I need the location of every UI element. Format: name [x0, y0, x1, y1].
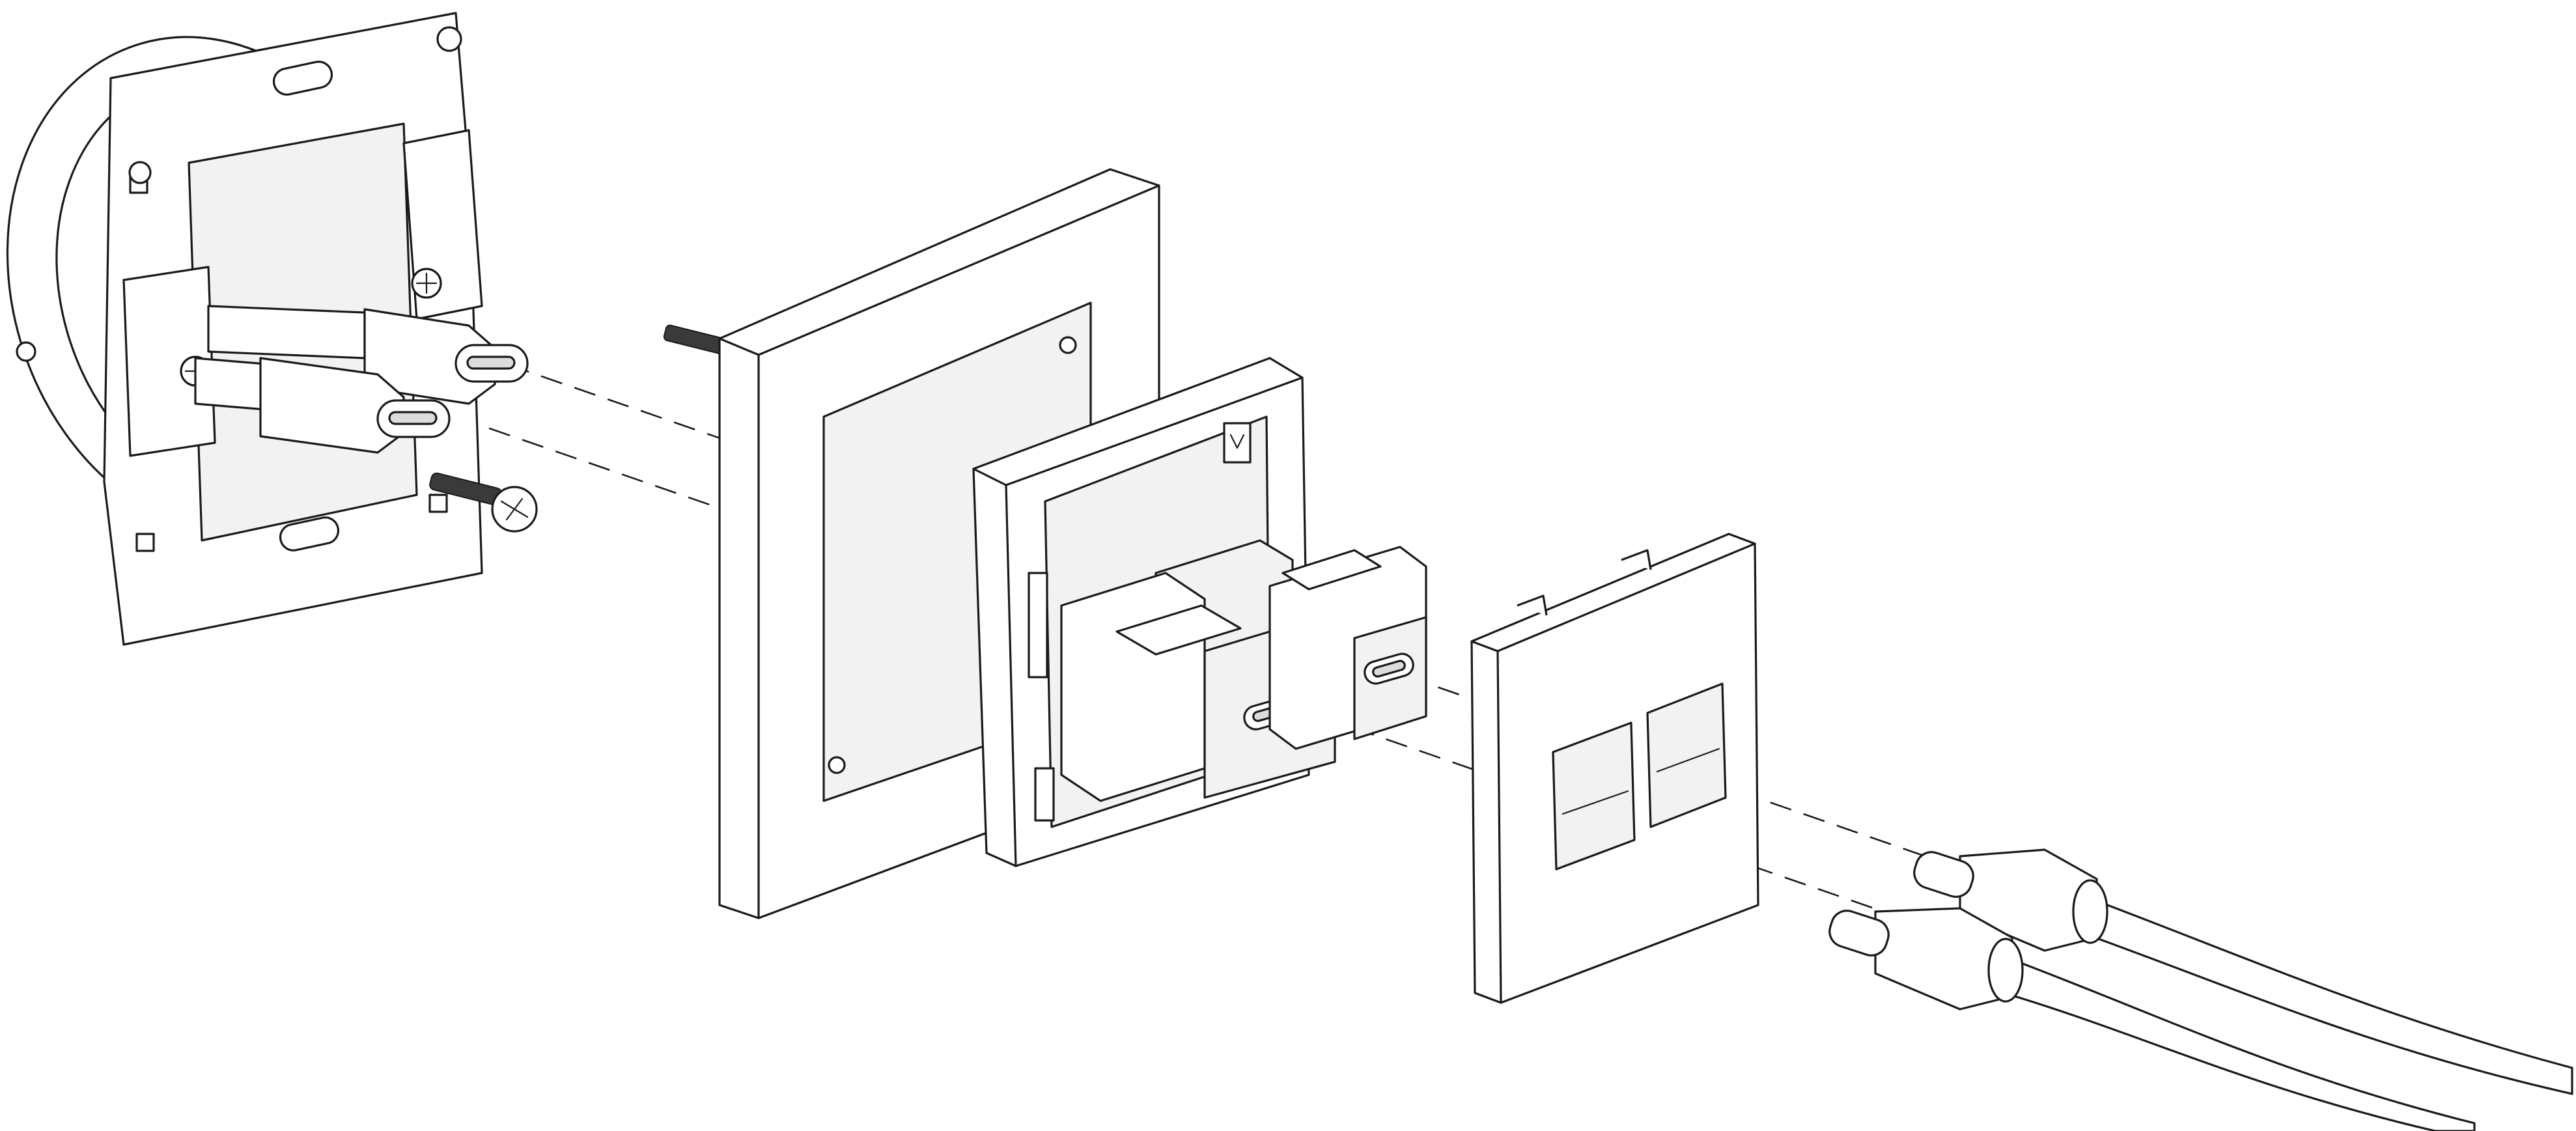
- frame-hole-top: [436, 26, 462, 52]
- cable-lower-strain: [1987, 938, 2024, 1003]
- cover-plate: [1470, 533, 1759, 1004]
- module-left-top: [1115, 604, 1242, 656]
- support-frame-clip-bottom: [1034, 767, 1055, 822]
- cable-upper-plug-tip: [1913, 851, 1974, 898]
- cable-upper-sheath: [2076, 897, 2573, 1095]
- cover-plate-left-edge: [1496, 650, 1502, 1004]
- cover-frame-pin-top: [1059, 336, 1077, 354]
- module-left-body: [1060, 572, 1206, 802]
- cable-upper-strain: [2072, 879, 2108, 944]
- usb-c-connector: [194, 305, 529, 454]
- cover-plate-opening-left: [1552, 721, 1636, 871]
- support-frame-clip-top: [1223, 422, 1252, 464]
- fixing-screw: [429, 324, 731, 533]
- module-right-top: [1281, 549, 1382, 591]
- cover-frame-pin-bottom: [828, 756, 846, 774]
- usb-c-modules: [1060, 539, 1427, 802]
- usb-c-cables: [1828, 848, 2573, 1131]
- frame-hole-left: [128, 161, 152, 184]
- support-frame-clip-left: [1028, 572, 1048, 678]
- support-frame-left: [1005, 484, 1017, 867]
- cover-plate-tab-1: [1517, 594, 1548, 616]
- cable-lower-sheath: [1991, 956, 2476, 1131]
- box-hole: [16, 341, 36, 362]
- cable-lower-plug-tip: [1828, 910, 1890, 956]
- cover-plate-opening-right: [1646, 682, 1727, 828]
- connector-cable-upper: [207, 305, 366, 359]
- claw-left: [122, 266, 216, 457]
- arrow-mark: [1229, 434, 1245, 449]
- frame-slots: [129, 61, 448, 552]
- cover-plate-tab-2: [1621, 549, 1652, 570]
